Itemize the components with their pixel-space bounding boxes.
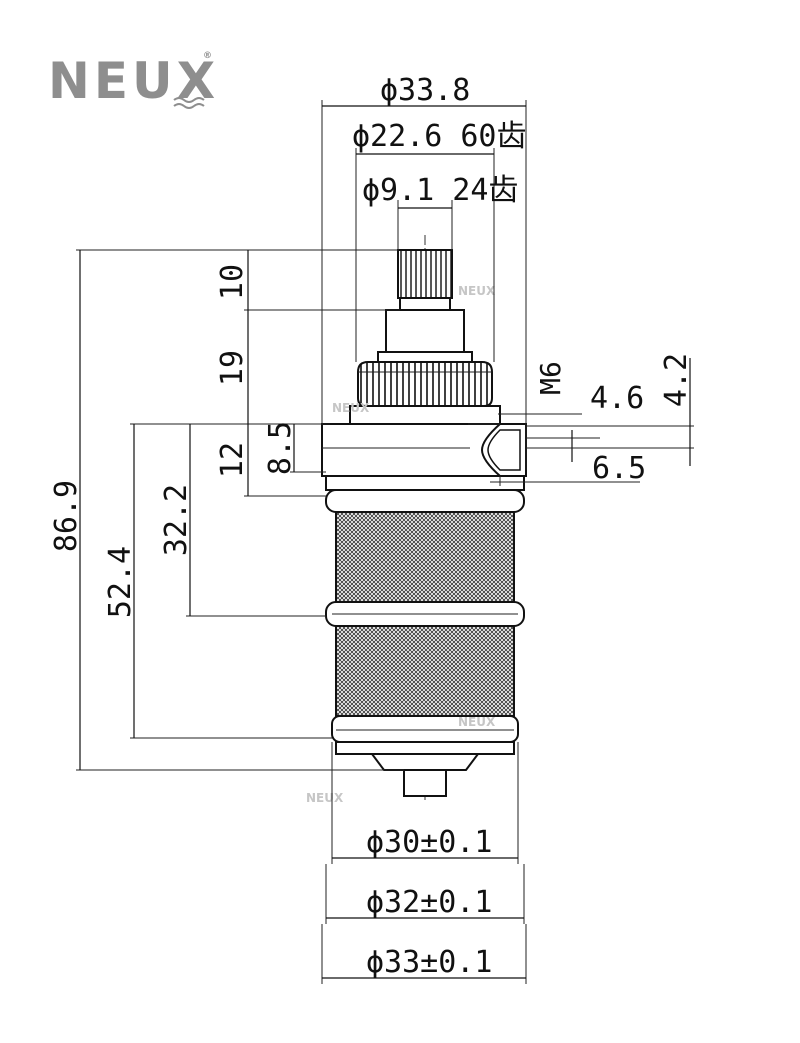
dim-height-32-2: 32.2	[159, 424, 194, 616]
brand-logo-text: NEUX	[48, 52, 219, 110]
watermark-3: NEUX	[458, 715, 496, 729]
label-thread: M6	[534, 361, 567, 395]
dim-thread-m6: M6	[498, 361, 582, 470]
bottom-stem	[403, 769, 447, 797]
label-spline-24: ϕ9.1 24齿	[362, 173, 518, 208]
stem-shaft	[385, 309, 465, 353]
spline-60-teeth	[357, 361, 493, 407]
bottom-taper	[370, 753, 480, 771]
label-top-diameter: ϕ33.8	[380, 73, 470, 108]
cartridge-body	[321, 249, 527, 797]
dim-height-12: 12	[215, 424, 250, 496]
dim-height-10: 10	[215, 250, 250, 310]
label-side-4-6: 4.6	[590, 381, 644, 416]
dim-bottom-diameter-33: ϕ33±0.1	[321, 924, 527, 984]
dim-bottom-diameter-30: ϕ30±0.1	[331, 742, 519, 864]
bottom-cap	[335, 741, 515, 755]
watermark-1: NEUX	[458, 284, 496, 298]
label-height-32-2: 32.2	[159, 484, 194, 556]
label-height-8-5: 8.5	[263, 421, 298, 475]
spline-neck	[399, 297, 451, 311]
dim-bottom-diameter-32: ϕ32±0.1	[325, 864, 525, 924]
o-ring-top	[325, 489, 525, 513]
dim-height-8-5: 8.5	[263, 421, 298, 475]
ring-1	[325, 475, 525, 491]
label-height-12: 12	[215, 442, 250, 478]
dim-height-19: 19	[215, 310, 250, 424]
dim-spline-24: ϕ9.1 24齿	[362, 173, 518, 250]
label-height-52-4: 52.4	[103, 546, 138, 618]
dim-side-4-6: 4.6	[526, 381, 694, 462]
label-side-4-2: 4.2	[659, 353, 694, 407]
brand-logo: NEUX ®	[48, 51, 219, 110]
dim-height-86-9: 86.9	[49, 250, 84, 770]
label-side-6-5: 6.5	[592, 451, 646, 486]
label-height-19: 19	[215, 350, 250, 386]
upper-collar	[349, 405, 501, 425]
label-dia-30: ϕ30±0.1	[366, 825, 492, 860]
stem-shoulder	[377, 351, 473, 363]
label-dia-33: ϕ33±0.1	[366, 945, 492, 980]
label-dia-32: ϕ32±0.1	[366, 885, 492, 920]
logo-wave-icon	[173, 97, 205, 103]
filter-mesh-upper	[335, 511, 515, 603]
logo-wave-icon-2	[173, 103, 205, 109]
label-height-86-9: 86.9	[49, 480, 84, 552]
watermark-2: NEUX	[332, 401, 370, 415]
dim-side-4-2: 4.2	[526, 353, 694, 466]
label-height-10: 10	[215, 264, 250, 300]
filter-mesh-lower	[335, 625, 515, 717]
label-spline-60: ϕ22.6 60齿	[352, 119, 527, 154]
dim-height-52-4: 52.4	[103, 424, 138, 738]
dim-side-6-5: 6.5	[490, 451, 646, 486]
registered-mark: ®	[203, 51, 216, 61]
watermark-4: NEUX	[306, 791, 344, 805]
spline-24-teeth	[397, 249, 453, 299]
dim-spline-60: ϕ22.6 60齿	[352, 119, 527, 362]
dim-top-diameter: ϕ33.8	[321, 73, 527, 424]
